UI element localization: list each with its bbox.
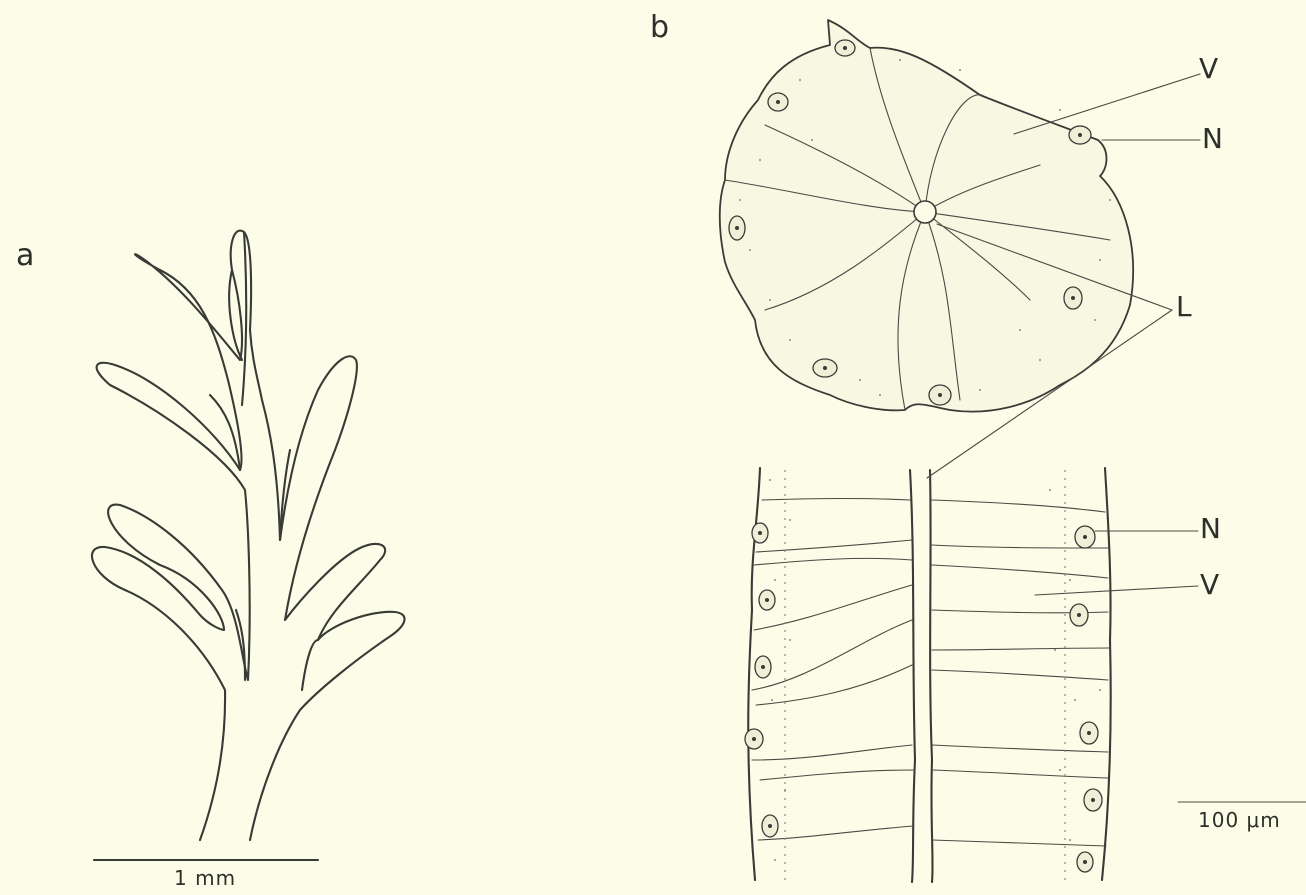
nucleus xyxy=(813,359,837,377)
nucleus xyxy=(768,93,788,111)
nucleus xyxy=(755,656,771,678)
nucleus xyxy=(729,216,745,240)
label-nucleus-bottom: N xyxy=(1200,512,1221,545)
nucleus xyxy=(752,523,768,543)
cross-section xyxy=(720,20,1133,412)
nucleus xyxy=(1070,604,1088,626)
nucleus xyxy=(1077,852,1093,872)
nucleus xyxy=(835,40,855,56)
nucleus xyxy=(1064,287,1082,309)
longitudinal-section xyxy=(745,468,1111,882)
nucleus xyxy=(1075,526,1095,548)
panel-label-b: b xyxy=(650,10,669,45)
label-nucleus-top: N xyxy=(1202,122,1223,155)
panel-label-a: a xyxy=(16,238,34,273)
nucleus xyxy=(762,815,778,837)
scale-label-left: 1 mm xyxy=(174,866,236,890)
label-vacuole-top: V xyxy=(1199,52,1218,85)
nucleus xyxy=(759,590,775,610)
nucleus xyxy=(1069,126,1091,144)
nucleus xyxy=(929,385,951,405)
label-lumen: L xyxy=(1176,290,1192,323)
leader-v-bottom xyxy=(1035,586,1198,595)
nucleus xyxy=(1080,722,1098,744)
leader-v-top xyxy=(1014,74,1200,134)
nucleus xyxy=(1084,789,1102,811)
thallus-outline xyxy=(92,231,405,840)
scale-label-right: 100 μm xyxy=(1198,808,1281,832)
label-vacuole-bottom: V xyxy=(1200,568,1219,601)
nucleus xyxy=(745,729,763,749)
